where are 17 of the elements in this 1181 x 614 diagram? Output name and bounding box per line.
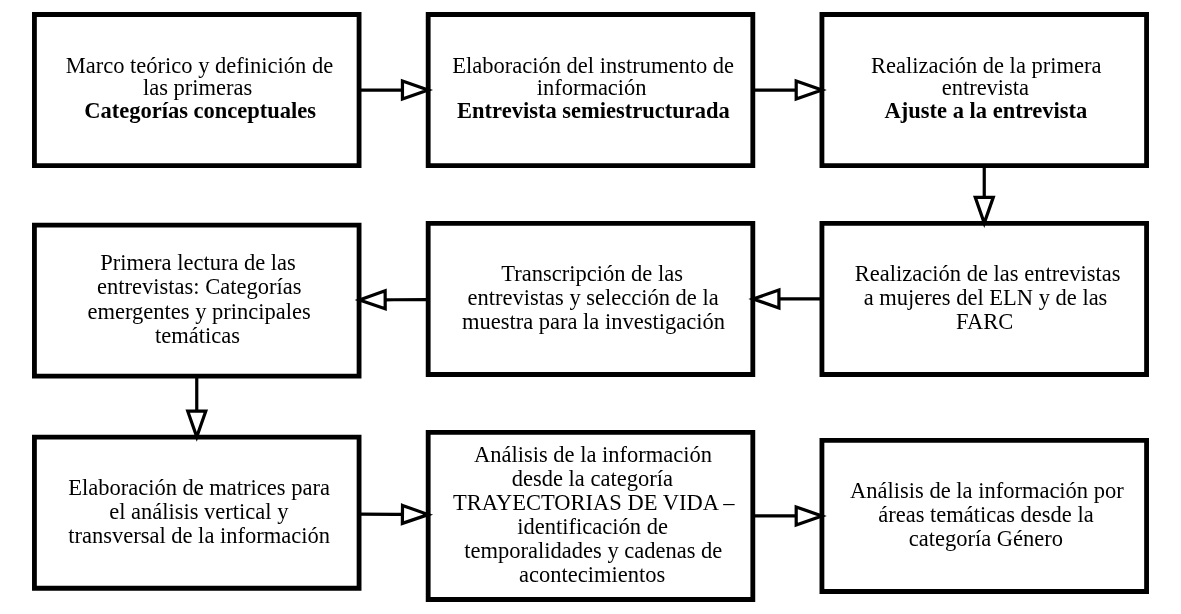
node-box: Elaboración del instrumento de información Entrevista semiestructurada: [425, 12, 756, 168]
node-box: Marco teórico y definición de las primeras Categorías conceptuales: [32, 12, 362, 168]
arrow: [359, 503, 433, 526]
arrow: [185, 376, 208, 442]
node-box: Análisis de la información por áreas temáticas desde la categoría Género: [819, 437, 1149, 594]
node-box: Transcripción de las entrevistas y selección de la muestra para la investigación: [425, 221, 756, 377]
arrow: [748, 287, 822, 311]
node-box: Realización de la primera entrevista Ajuste a la entrevista: [819, 12, 1149, 168]
arrow: [753, 504, 827, 528]
node-box: Análisis de la información desde la categoría TRAYECTORIAS DE VIDA – identificación de temporalidades y cadenas de acontecimientos: [425, 429, 756, 602]
node-box: Realización de las entrevistas a mujeres del ELN y de las FARC: [819, 221, 1149, 377]
arrow: [753, 78, 827, 102]
arrow: [973, 165, 996, 228]
arrow: [359, 78, 433, 102]
node-box: Primera lectura de las entrevistas: Categorías emergentes y principales temáticas: [32, 222, 362, 379]
node-box: Elaboración de matrices para el análisis vertical y transversal de la información: [32, 434, 362, 591]
arrow: [354, 288, 429, 312]
